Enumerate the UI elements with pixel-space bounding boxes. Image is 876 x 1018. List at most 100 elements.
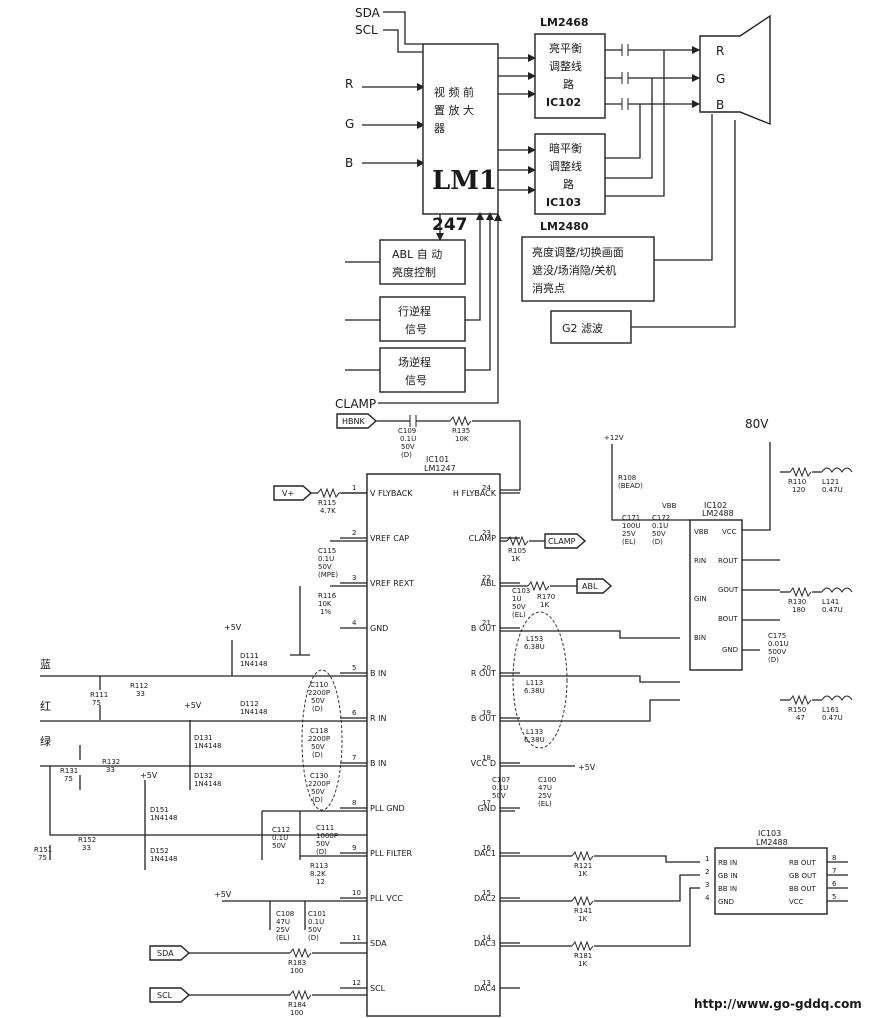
- r183-value: 100: [290, 967, 303, 975]
- ic103-left-pin-number: 1: [705, 855, 709, 863]
- rgb-input-lines: [40, 675, 367, 767]
- r131-value: 75: [64, 775, 73, 783]
- ic103-right-pin-number: 7: [832, 867, 836, 875]
- r113-value: 8.2K: [310, 870, 326, 878]
- c111-type: (D): [316, 848, 327, 856]
- dac-wires: [500, 855, 700, 947]
- ic103-left-pin-name: RB IN: [718, 859, 737, 867]
- blue-label: 蓝: [40, 658, 51, 671]
- ic101-right-pin-name: GND: [478, 804, 496, 813]
- c130-value: 2200P: [308, 780, 330, 788]
- ic102-body: [689, 519, 743, 671]
- c171-ref: C171: [622, 514, 640, 522]
- d111-value: 1N4148: [240, 660, 268, 668]
- c172-type: (D): [652, 538, 663, 546]
- c115-rating: 50V: [318, 563, 332, 571]
- c107-value: 0.1U: [492, 784, 508, 792]
- termination-wires: [49, 676, 101, 860]
- r183-ref: R183: [288, 959, 306, 967]
- preamp-chip-label: LM1: [432, 166, 497, 196]
- r112-ref: R112: [130, 682, 148, 690]
- v-flyback-text-1: 场逆程: [398, 355, 431, 369]
- output-rl-wires: [780, 471, 822, 701]
- r116-tolerance: 1%: [320, 608, 331, 616]
- v-flyback-box: [379, 347, 466, 393]
- sda-tag: [149, 945, 191, 961]
- c112-ref: C112: [272, 826, 290, 834]
- scl-tag-text: SCL: [157, 991, 173, 1000]
- brightness-text-1: 亮度调整/切换画面: [532, 245, 624, 259]
- r150-ref: R150: [788, 706, 806, 714]
- r152-value: 33: [82, 844, 91, 852]
- dark-balance-text-2: 调整线: [549, 159, 582, 173]
- c110-type: (D): [312, 705, 323, 713]
- l153-value: 6.38U: [524, 643, 545, 651]
- l133-ref: L133: [526, 728, 543, 736]
- c111-value: 1000P: [316, 832, 338, 840]
- l133-value: 6.38U: [524, 736, 545, 744]
- c171-type: (EL): [622, 538, 636, 546]
- c103-ref: C103: [512, 587, 530, 595]
- r115-symbol: [317, 487, 342, 499]
- d131-plus5v: +5V: [184, 701, 202, 710]
- c109-ref: C109: [398, 427, 416, 435]
- ic101-left-pin-number: 11: [352, 934, 361, 942]
- v-flyback-text-2: 信号: [405, 374, 427, 387]
- c111-ref: C111: [316, 824, 334, 832]
- c115-ref: C115: [318, 547, 336, 555]
- d112-ref: D112: [240, 700, 259, 708]
- ic101-left-pin-name: VREF CAP: [370, 534, 409, 543]
- ic101-right-pin-number: 22: [482, 574, 491, 582]
- clamp-tag-text: CLAMP: [548, 537, 576, 546]
- brightness-text-2: 遮没/场消隐/关机: [532, 263, 616, 277]
- c100-value: 47U: [538, 784, 552, 792]
- c110-ref: C110: [310, 681, 328, 689]
- c109-type: (D): [401, 451, 412, 459]
- rgb-input-wires: [362, 86, 423, 164]
- d111-plus5v: +5V: [224, 623, 242, 632]
- dark-balance-text-3: 路: [563, 178, 574, 191]
- ic103-left-pin-number: 4: [705, 894, 710, 902]
- plus12v-wire: [611, 444, 690, 521]
- ic102-rin: RIN: [694, 557, 706, 565]
- dac-resistor-symbols: [571, 850, 594, 952]
- ic101-right-pin-number: 20: [482, 664, 491, 672]
- ic103-left-pin-name: GB IN: [718, 872, 738, 880]
- ic101-right-pin-number: 18: [482, 754, 491, 762]
- ic101-right-pin-name: DAC1: [474, 849, 496, 858]
- inductor-group-outline: [512, 611, 568, 749]
- ic101-left-pin-name: GND: [370, 624, 388, 633]
- ic101-right-pin-name: B OUT: [471, 714, 496, 723]
- footer-url[interactable]: http://www.go-gddq.com: [694, 997, 862, 1011]
- hbnk-text: HBNK: [342, 417, 365, 426]
- crt-icon: [699, 14, 771, 126]
- ic102-output-wires: [742, 442, 780, 651]
- clamp-wire: [378, 214, 499, 404]
- abl-text-1: ABL 自 动: [392, 248, 442, 261]
- c130-type: (D): [312, 796, 323, 804]
- ic103-right-pin-number: 5: [832, 893, 836, 901]
- ic101-left-pin-number: 3: [352, 574, 356, 582]
- r105-symbol: [506, 535, 529, 547]
- ic101-right-pin-number: 21: [482, 619, 491, 627]
- ic101-left-pin-name: SDA: [370, 939, 387, 948]
- ic102-ref: IC102: [704, 501, 727, 510]
- l113-ref: L113: [526, 679, 543, 687]
- ic102-bin: BIN: [694, 634, 706, 642]
- r135-symbol: [449, 415, 472, 427]
- preamp-chip-suffix: 247: [432, 215, 468, 235]
- ic103-right-pin-number: 6: [832, 880, 837, 888]
- d132-value: 1N4148: [194, 780, 222, 788]
- r141-value: 1K: [578, 915, 587, 923]
- r183-symbol: [289, 947, 312, 959]
- crt-g-label: G: [716, 72, 725, 86]
- vccd-wires: [500, 765, 575, 812]
- c100-ref: C100: [538, 776, 556, 784]
- lm2480-label: LM2480: [540, 220, 589, 233]
- c109-symbol: [409, 415, 417, 427]
- ic101-left-pin-name: R IN: [370, 714, 386, 723]
- ic101-left-pin-number: 2: [352, 529, 356, 537]
- ic103-right-pin-name: BB OUT: [789, 885, 816, 893]
